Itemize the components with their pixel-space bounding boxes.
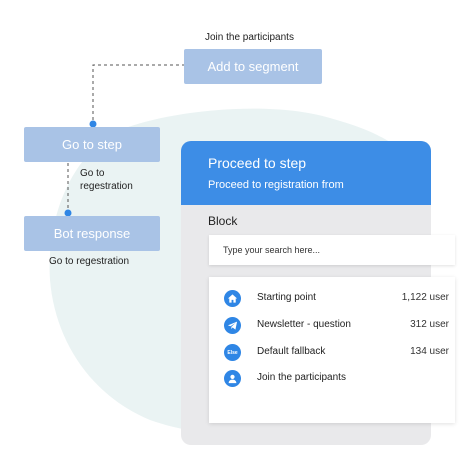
list-item-label: Default fallback (257, 346, 326, 357)
block-list: Starting point 1,122 user Newsletter - q… (209, 277, 455, 423)
list-item-label: Starting point (257, 292, 316, 303)
list-item-starting-point[interactable]: Starting point 1,122 user (209, 289, 455, 309)
list-item-default-fallback[interactable]: Else Default fallback 134 user (209, 343, 455, 363)
user-icon (224, 370, 241, 387)
list-item-newsletter[interactable]: Newsletter - question 312 user (209, 316, 455, 336)
list-item-count: 134 user (410, 346, 449, 357)
bot-response-caption: Go to regestration (49, 256, 130, 267)
else-icon-text: Else (227, 349, 238, 356)
home-icon (224, 290, 241, 307)
go-to-step-node[interactable]: Go to step (24, 127, 160, 162)
list-item-count: 312 user (410, 319, 449, 330)
telegram-icon (224, 317, 241, 334)
bot-response-node[interactable]: Bot response (24, 216, 160, 251)
go-to-caption: Go to (80, 168, 105, 179)
panel-header: Proceed to step Proceed to registration … (181, 141, 431, 205)
block-label: Block (208, 214, 238, 228)
list-item-count: 1,122 user (401, 292, 449, 303)
list-item-label: Join the participants (257, 372, 346, 383)
regestration-caption: regestration (80, 181, 133, 192)
panel-subtitle: Proceed to registration from (208, 179, 344, 191)
else-icon: Else (224, 344, 241, 361)
list-item-label: Newsletter - question (257, 319, 351, 330)
join-participants-caption: Join the participants (205, 32, 294, 43)
list-item-join-participants[interactable]: Join the participants (209, 369, 455, 389)
block-search-input[interactable] (209, 235, 455, 265)
panel-title: Proceed to step (208, 155, 307, 171)
add-to-segment-node[interactable]: Add to segment (184, 49, 322, 84)
